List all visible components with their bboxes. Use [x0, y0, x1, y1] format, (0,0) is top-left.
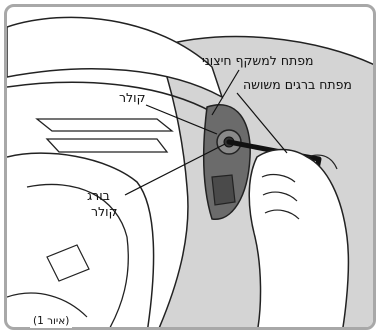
label-collar: קולר [119, 90, 145, 105]
label-hex-key: מפתח ברגים משושה [243, 77, 352, 92]
side-plate-slot [212, 175, 235, 205]
helmet-illustration [7, 7, 376, 330]
vent-slot-bottom [47, 139, 167, 152]
liner-strap [47, 245, 89, 281]
vent-slot-top [37, 119, 172, 131]
figure-frame: מפתח למשקף חיצוני קולר מפתח ברגים משושה … [4, 4, 376, 330]
chin-contour [7, 153, 154, 330]
label-collar-screw-line2: קולר [91, 204, 117, 219]
label-collar-screw-line1: בורג [87, 188, 110, 203]
liner-edge [7, 293, 87, 317]
figure-caption: (איור 1) [30, 315, 72, 328]
label-external-interface-key: מפתח למשקף חיצוני [202, 53, 314, 68]
